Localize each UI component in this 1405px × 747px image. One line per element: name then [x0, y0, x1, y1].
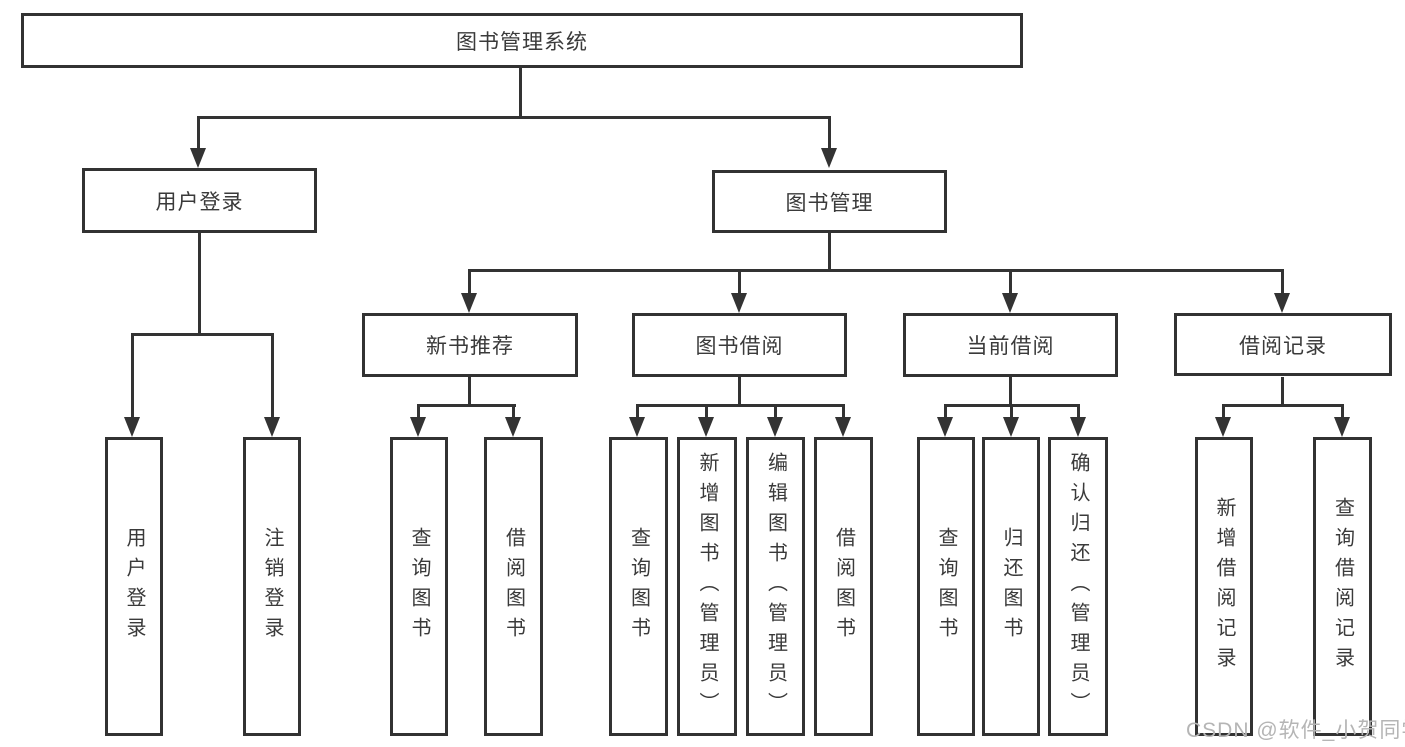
connector-arrowhead	[505, 417, 521, 437]
node-label: 借阅图书	[502, 526, 525, 647]
connector-arrowhead	[1003, 417, 1019, 437]
node-leaf-edit-book-admin: 编辑图书（管理员）	[746, 437, 805, 736]
connector-arrowhead	[731, 293, 747, 313]
csdn-watermark: CSDN @软件_小贺同学	[1186, 719, 1405, 742]
node-leaf-query-books-current: 查询图书	[917, 437, 975, 736]
node-leaf-logout: 注销登录	[243, 437, 301, 736]
connector-arrowhead	[190, 148, 206, 168]
connector-line	[1281, 269, 1284, 295]
node-leaf-confirm-return-admin: 确认归还（管理员）	[1048, 437, 1108, 736]
connector-line	[1010, 404, 1013, 419]
connector-line	[1222, 404, 1344, 407]
node-leaf-query-books-borrowing: 查询图书	[609, 437, 668, 736]
connector-line	[197, 116, 200, 149]
connector-arrowhead	[124, 417, 140, 437]
node-current-borrowing: 当前借阅	[903, 313, 1118, 377]
connector-arrowhead	[629, 417, 645, 437]
connector-arrowhead	[461, 293, 477, 313]
node-book-management: 图书管理	[712, 170, 947, 233]
connector-arrowhead	[264, 417, 280, 437]
connector-arrowhead	[835, 417, 851, 437]
node-leaf-borrow-books-recommendation: 借阅图书	[484, 437, 543, 736]
node-label: 图书管理系统	[456, 30, 588, 54]
node-leaf-user-login: 用户登录	[105, 437, 163, 736]
node-label: 图书管理	[785, 191, 874, 215]
node-label: 用户登录	[155, 190, 244, 214]
node-label: 查询图书	[408, 526, 430, 647]
connector-arrowhead	[821, 148, 837, 168]
node-label: 编辑图书（管理员）	[764, 451, 787, 722]
node-leaf-add-book-admin: 新增图书（管理员）	[677, 437, 737, 736]
connector-line	[131, 333, 134, 418]
node-label: 借阅图书	[832, 526, 855, 647]
connector-line	[512, 404, 515, 419]
connector-line	[1009, 269, 1012, 295]
connector-line	[1009, 377, 1012, 407]
connector-arrowhead	[698, 417, 714, 437]
node-library-management-system: 图书管理系统	[21, 13, 1023, 68]
node-label: 图书借阅	[695, 335, 784, 358]
connector-line	[131, 333, 273, 336]
connector-line	[738, 269, 741, 295]
node-label: 归还图书	[1000, 526, 1022, 647]
node-leaf-return-book: 归还图书	[982, 437, 1040, 736]
connector-line	[468, 269, 471, 295]
connector-line	[636, 404, 639, 419]
node-borrowing-records: 借阅记录	[1174, 313, 1392, 376]
connector-line	[842, 404, 845, 419]
connector-line	[468, 269, 1284, 272]
node-label: 用户登录	[123, 526, 145, 647]
node-user-login: 用户登录	[82, 168, 317, 233]
connector-arrowhead	[937, 417, 953, 437]
connector-line	[417, 404, 420, 419]
node-label: 新书推荐	[426, 335, 514, 358]
node-leaf-query-borrow-record: 查询借阅记录	[1313, 437, 1372, 736]
connector-line	[944, 404, 947, 419]
connector-line	[198, 233, 201, 336]
connector-line	[417, 404, 516, 407]
node-label: 查询图书	[627, 526, 650, 647]
connector-arrowhead	[1274, 293, 1290, 313]
node-leaf-query-books-recommendation: 查询图书	[390, 437, 448, 736]
node-leaf-borrow-books-borrowing: 借阅图书	[814, 437, 873, 736]
node-label: 注销登录	[261, 526, 283, 647]
connector-arrowhead	[1070, 417, 1086, 437]
connector-line	[519, 68, 522, 117]
node-label: 查询图书	[935, 526, 957, 647]
connector-line	[705, 404, 708, 419]
node-label: 借阅记录	[1239, 334, 1327, 358]
connector-line	[636, 404, 845, 407]
connector-line	[468, 377, 471, 407]
connector-line	[828, 116, 831, 149]
connector-arrowhead	[410, 417, 426, 437]
node-label: 当前借阅	[966, 335, 1055, 358]
connector-line	[828, 233, 831, 272]
connector-arrowhead	[767, 417, 783, 437]
connector-line	[197, 116, 831, 119]
node-leaf-add-borrow-record: 新增借阅记录	[1195, 437, 1253, 736]
node-label: 确认归还（管理员）	[1067, 451, 1089, 722]
node-label: 新增借阅记录	[1213, 496, 1235, 677]
connector-line	[738, 377, 741, 407]
connector-line	[1341, 404, 1344, 419]
connector-line	[774, 404, 777, 419]
connector-arrowhead	[1215, 417, 1231, 437]
node-label: 新增图书（管理员）	[696, 451, 718, 722]
node-book-borrowing: 图书借阅	[632, 313, 847, 377]
node-new-book-recommendation: 新书推荐	[362, 313, 578, 377]
connector-line	[1077, 404, 1080, 419]
connector-line	[271, 333, 274, 418]
connector-arrowhead	[1002, 293, 1018, 313]
connector-arrowhead	[1334, 417, 1350, 437]
connector-line	[1281, 377, 1284, 407]
connector-line	[1222, 404, 1225, 419]
node-label: 查询借阅记录	[1331, 496, 1354, 677]
